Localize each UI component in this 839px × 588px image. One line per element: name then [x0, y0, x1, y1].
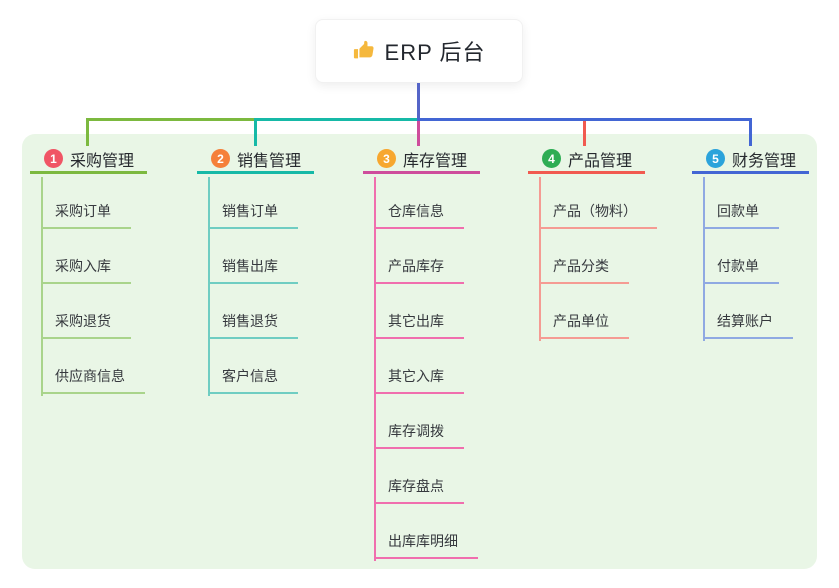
bus-segment-sales: [254, 118, 418, 121]
drop-line-product: [583, 121, 586, 146]
bus-segment-finance: [417, 118, 752, 121]
child-node[interactable]: 出库库明细: [374, 531, 478, 559]
branches-background-panel: [22, 134, 817, 569]
drop-line-inventory: [417, 121, 420, 146]
child-node[interactable]: 销售出库: [208, 256, 298, 284]
thumbs-up-icon: [353, 40, 375, 62]
branch-header[interactable]: 2 销售管理: [197, 146, 314, 174]
child-node[interactable]: 供应商信息: [41, 366, 145, 394]
branch-title: 销售管理: [237, 152, 302, 170]
root-node[interactable]: ERP 后台: [315, 19, 523, 83]
child-node[interactable]: 采购退货: [41, 311, 131, 339]
child-connector-line: [703, 177, 705, 341]
child-node[interactable]: 客户信息: [208, 366, 298, 394]
branch-header[interactable]: 5 财务管理: [692, 146, 809, 174]
branch-header[interactable]: 3 库存管理: [363, 146, 480, 174]
child-node[interactable]: 产品单位: [539, 311, 629, 339]
child-node[interactable]: 销售退货: [208, 311, 298, 339]
child-node[interactable]: 库存调拨: [374, 421, 464, 449]
root-connector-line: [417, 83, 420, 118]
child-node[interactable]: 产品（物料）: [539, 201, 657, 229]
child-connector-line: [41, 177, 43, 396]
child-connector-line: [208, 177, 210, 396]
branch-column-5: 5 财务管理回款单付款单结算账户: [692, 146, 809, 351]
branch-number-badge: 3: [377, 149, 396, 168]
bus-segment-purchase: [86, 118, 254, 121]
branch-number-badge: 5: [706, 149, 725, 168]
branch-column-2: 2 销售管理销售订单销售出库销售退货客户信息: [197, 146, 314, 406]
child-node[interactable]: 其它入库: [374, 366, 464, 394]
child-node[interactable]: 结算账户: [703, 311, 793, 339]
child-node[interactable]: 付款单: [703, 256, 779, 284]
child-node[interactable]: 其它出库: [374, 311, 464, 339]
child-node[interactable]: 仓库信息: [374, 201, 464, 229]
child-node[interactable]: 产品库存: [374, 256, 464, 284]
branch-title: 库存管理: [403, 152, 468, 170]
branch-number-badge: 1: [44, 149, 63, 168]
child-node[interactable]: 库存盘点: [374, 476, 464, 504]
branch-number-badge: 2: [211, 149, 230, 168]
branch-column-4: 4 产品管理产品（物料） 产品分类产品单位: [528, 146, 657, 351]
child-node[interactable]: 回款单: [703, 201, 779, 229]
branch-title: 采购管理: [70, 152, 135, 170]
branch-column-3: 3 库存管理仓库信息产品库存其它出库其它入库库存调拨库存盘点出库库明细: [363, 146, 480, 571]
child-node[interactable]: 采购入库: [41, 256, 131, 284]
child-node[interactable]: 采购订单: [41, 201, 131, 229]
branch-number-badge: 4: [542, 149, 561, 168]
drop-line-purchase: [86, 118, 89, 146]
child-node[interactable]: 销售订单: [208, 201, 298, 229]
branch-header[interactable]: 1 采购管理: [30, 146, 147, 174]
branch-title: 财务管理: [732, 152, 797, 170]
drop-line-sales: [254, 118, 257, 146]
child-connector-line: [539, 177, 541, 341]
child-connector-line: [374, 177, 376, 561]
branch-column-1: 1 采购管理采购订单采购入库采购退货供应商信息: [30, 146, 147, 406]
child-node[interactable]: 产品分类: [539, 256, 629, 284]
branch-header[interactable]: 4 产品管理: [528, 146, 645, 174]
drop-line-finance: [749, 118, 752, 146]
branch-title: 产品管理: [568, 152, 633, 170]
root-node-label: ERP 后台: [384, 40, 486, 65]
